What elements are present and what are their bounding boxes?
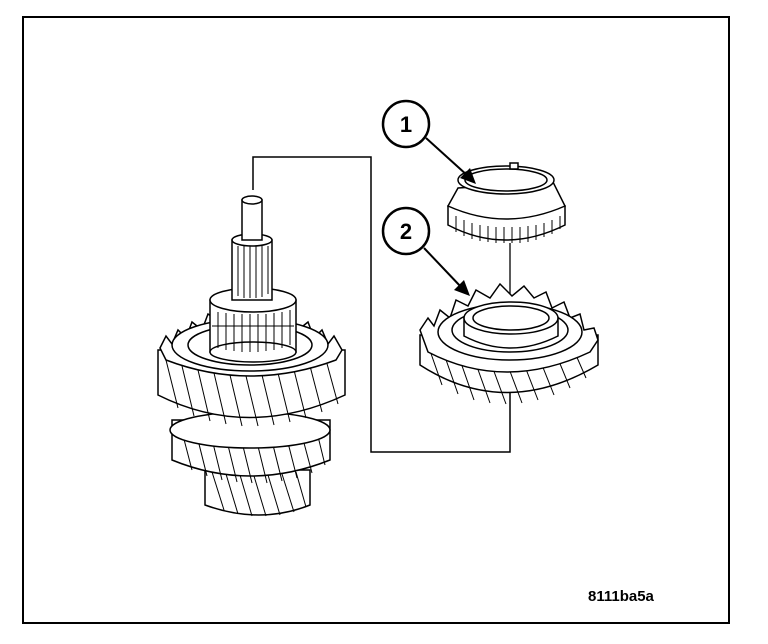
callout-2-arrowhead <box>454 280 470 296</box>
figure-code: 8111ba5a <box>588 588 654 605</box>
callout-2-leader <box>423 247 463 289</box>
callout-1-arrowhead <box>460 168 476 184</box>
bottom-gear-teeth <box>211 471 307 517</box>
callout-1-label: 1 <box>400 112 412 137</box>
callout-1-leader <box>425 137 469 177</box>
large-gear-teeth <box>165 359 339 427</box>
synchronizer-ring <box>446 162 567 243</box>
gear <box>419 282 599 405</box>
bearing-rollers <box>212 310 294 352</box>
callout-2-label: 2 <box>400 219 412 244</box>
assembly-leader-line <box>252 156 511 453</box>
cluster-gear-shaft <box>157 195 346 517</box>
ring-teeth <box>455 216 561 243</box>
callout-2: 2 <box>381 206 470 296</box>
shaft-splines <box>237 246 269 298</box>
callout-1: 1 <box>381 99 476 184</box>
figure-border <box>22 16 730 624</box>
